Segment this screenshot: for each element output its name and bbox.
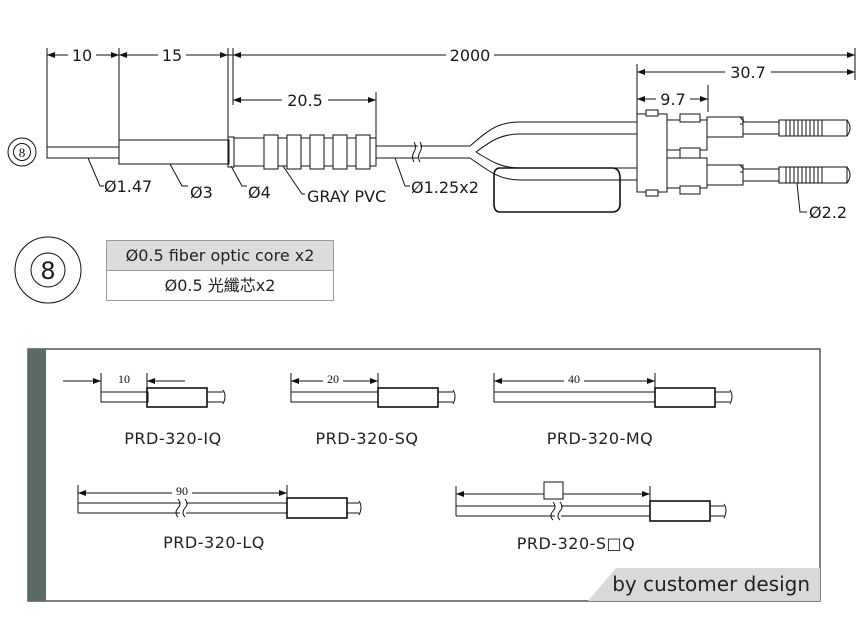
custom-length-box: [543, 481, 564, 500]
dim-2000: 2000: [450, 46, 491, 65]
variant-lq-drawing: 90: [77, 484, 362, 519]
metal-sleeve: [118, 139, 230, 165]
variant-custom-label: PRD-320-S□Q: [517, 534, 636, 553]
cable: [376, 121, 637, 181]
end-face-symbol: 8: [7, 137, 37, 167]
knurling: [785, 120, 823, 183]
dim-9-7: 9.7: [660, 90, 685, 109]
callout-dia-1-47: Ø1.47: [104, 177, 152, 196]
callout-leaders: [87, 157, 807, 213]
svg-text:8: 8: [40, 257, 55, 285]
variant-iq-label: PRD-320-IQ: [124, 429, 221, 448]
dimension-arrows: [47, 52, 855, 103]
variants-panel: [27, 348, 821, 602]
gray-pvc-boot: [233, 134, 377, 170]
dim-20-5: 20.5: [287, 91, 323, 110]
variant-custom-drawing: [455, 481, 727, 522]
svg-text:40: 40: [568, 372, 580, 386]
variant-mq-drawing: 40: [493, 372, 733, 408]
svg-text:10: 10: [118, 372, 130, 386]
dim-15: 15: [162, 46, 182, 65]
custom-design-tag: by customer design: [588, 568, 820, 601]
end-face-symbol-large: 8: [14, 236, 82, 304]
legend-row-zh: Ø0.5 光纖芯x2: [107, 271, 333, 300]
variant-mq-label: PRD-320-MQ: [547, 429, 654, 448]
legend-row-en: Ø0.5 fiber optic core x2: [107, 241, 333, 271]
fiber-tip: [46, 146, 120, 159]
panel-side-bar: [28, 349, 46, 601]
callout-dia-4: Ø4: [248, 183, 271, 202]
dim-10: 10: [72, 46, 92, 65]
duplex-connector: [636, 109, 851, 197]
variant-sq-drawing: 20: [290, 372, 456, 408]
svg-text:8: 8: [19, 145, 26, 160]
variant-lq-label: PRD-320-LQ: [163, 533, 265, 552]
dim-30-7: 30.7: [730, 63, 766, 82]
callout-dia-1-25x2: Ø1.25x2: [411, 178, 479, 197]
fiber-core-legend: Ø0.5 fiber optic core x2 Ø0.5 光纖芯x2: [106, 240, 334, 301]
cable-label-tag: [493, 167, 621, 213]
callout-dia-3: Ø3: [190, 183, 213, 202]
callout-gray-pvc: GRAY PVC: [307, 187, 386, 206]
variant-sq-label: PRD-320-SQ: [316, 429, 419, 448]
callout-dia-2-2: Ø2.2: [809, 203, 847, 222]
svg-text:90: 90: [176, 484, 188, 498]
variant-iq-drawing: 10: [63, 372, 226, 408]
svg-text:20: 20: [327, 372, 339, 386]
